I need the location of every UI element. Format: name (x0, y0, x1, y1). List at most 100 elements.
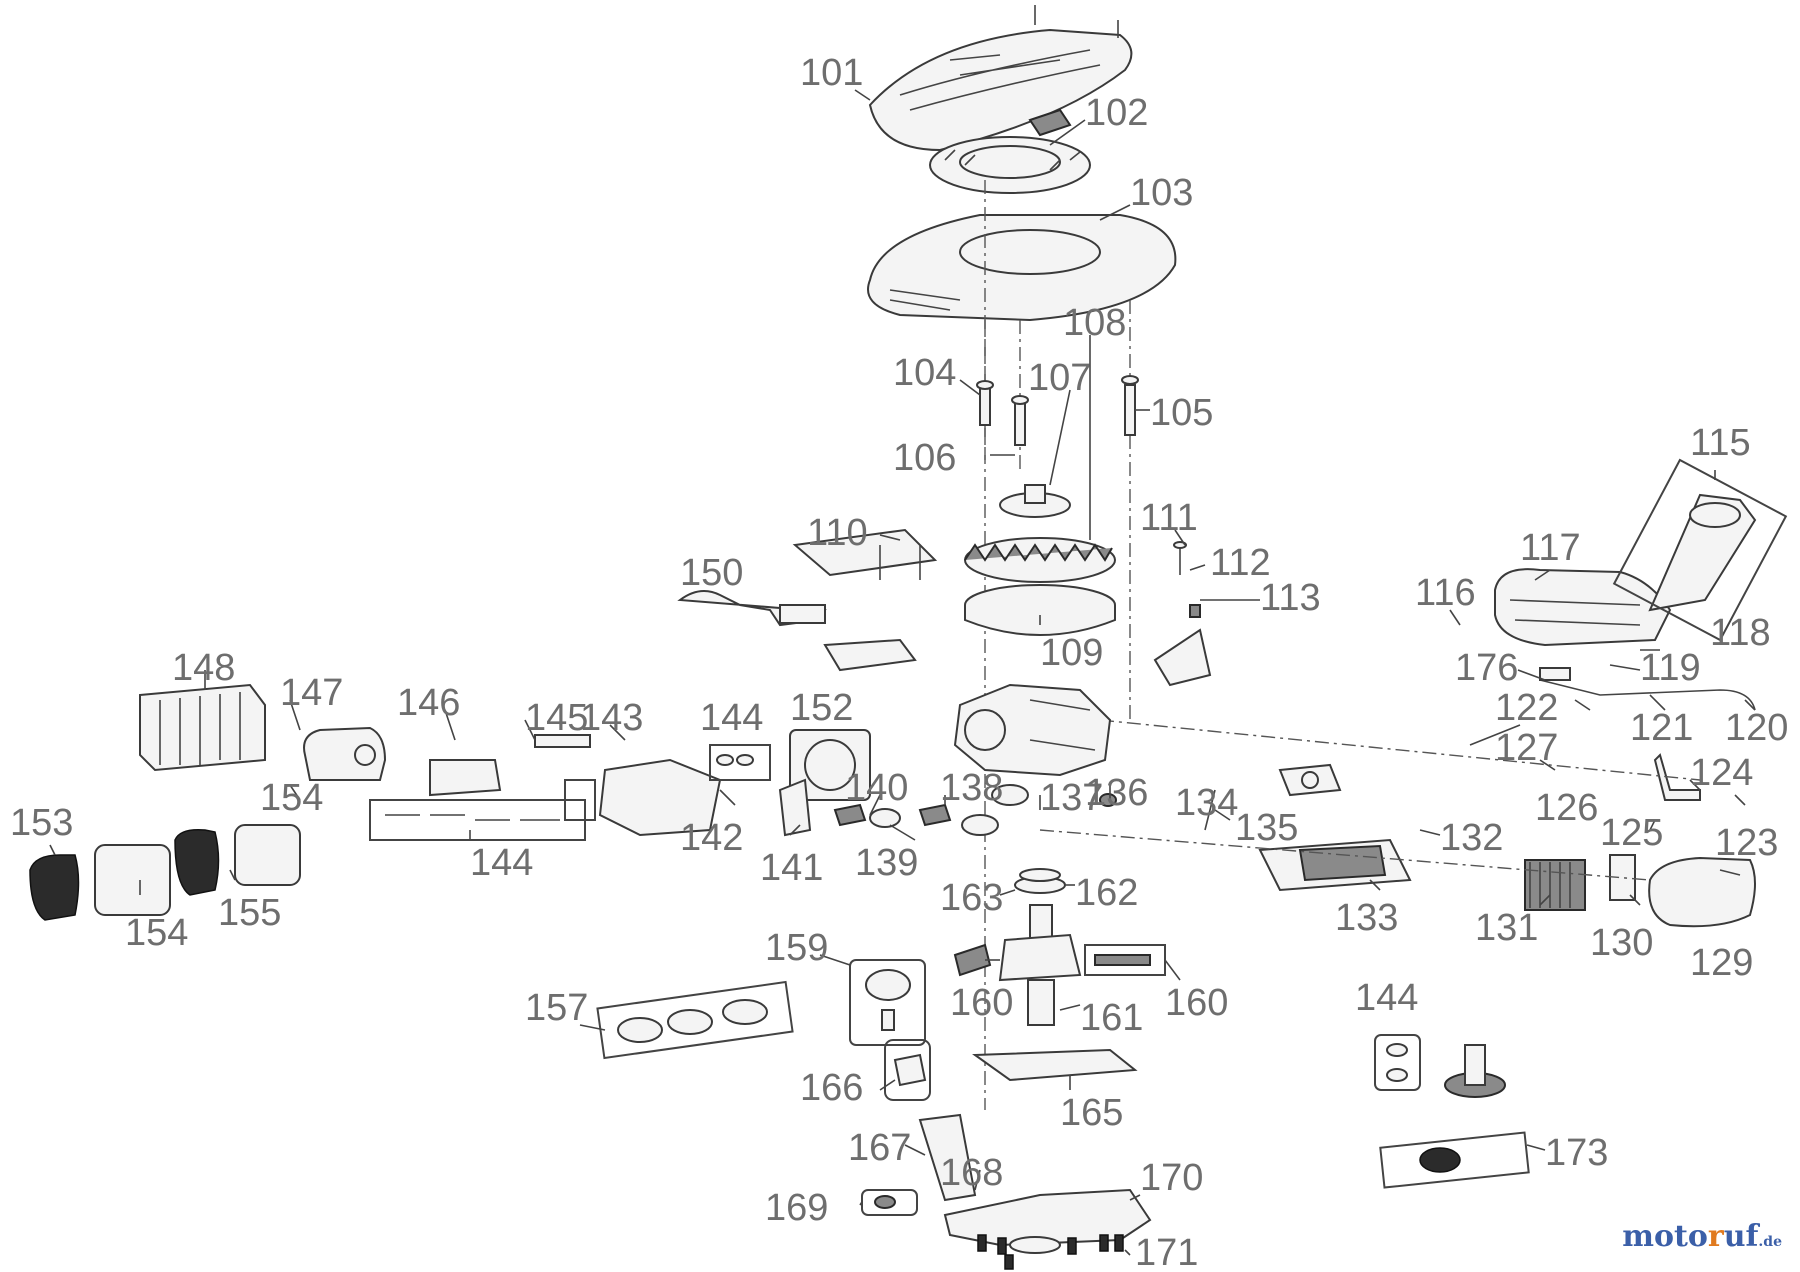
part-carb-gasket (869, 808, 901, 828)
part-bolt-106 (1011, 395, 1029, 446)
callout-113: 113 (1260, 577, 1321, 619)
callout-163: 163 (940, 877, 1003, 919)
part-top-cover (868, 5, 1133, 152)
site-watermark: motoruf.de (1622, 1219, 1782, 1254)
callout-137: 137 (1040, 777, 1103, 819)
callout-152: 152 (790, 687, 853, 729)
part-fan-nut (999, 484, 1071, 518)
part-connecting-rod (953, 943, 992, 977)
part-filter-element (1524, 859, 1586, 911)
part-fuel-tank (1494, 568, 1672, 647)
part-air-filter-base (1258, 838, 1412, 892)
leader-lines (49, 89, 1756, 1256)
part-muffler-guard (303, 726, 387, 781)
callout-129: 129 (1690, 942, 1753, 984)
part-crankcase-cover (943, 1188, 1152, 1254)
part-balancer-box (1084, 944, 1166, 976)
callout-105: 105 (1150, 392, 1213, 434)
callout-111: 111 (1140, 497, 1198, 539)
callout-171: 171 (1135, 1232, 1198, 1272)
callout-160-left: 160 (950, 982, 1013, 1024)
callout-101: 101 (800, 52, 863, 94)
part-insulator (961, 814, 999, 836)
callout-110: 110 (807, 512, 868, 554)
callout-135: 135 (1235, 807, 1298, 849)
callout-115: 115 (1690, 422, 1751, 464)
callout-104: 104 (893, 352, 956, 394)
callout-173: 173 (1545, 1132, 1608, 1174)
callout-148: 148 (172, 647, 235, 689)
callout-133: 133 (1335, 897, 1398, 939)
callout-153: 153 (10, 802, 73, 844)
part-throttle-lever (1653, 753, 1701, 801)
callout-117: 117 (1520, 527, 1581, 569)
part-rocker-cover (174, 828, 220, 896)
callout-119: 119 (1640, 647, 1701, 689)
callout-144-left: 144 (470, 842, 533, 884)
part-governor-box (1374, 1034, 1421, 1091)
callout-142: 142 (680, 817, 743, 859)
part-valve-springs (369, 799, 586, 841)
callout-131: 131 (1475, 907, 1538, 949)
watermark-suffix: .de (1758, 1234, 1782, 1250)
callout-116: 116 (1415, 572, 1476, 614)
callout-155: 155 (218, 892, 281, 934)
watermark-part-2: r (1707, 1219, 1724, 1254)
callout-127: 127 (1495, 727, 1558, 769)
callout-160-right: 160 (1165, 982, 1228, 1024)
part-crankshaft (998, 904, 1082, 1026)
callout-122: 122 (1495, 687, 1558, 729)
part-carburetor (1278, 763, 1342, 797)
callout-166: 166 (800, 1067, 863, 1109)
part-bracket-110 (792, 528, 938, 580)
callout-144-right: 144 (1355, 977, 1418, 1019)
callout-120: 120 (1725, 707, 1788, 749)
callout-167: 167 (848, 1127, 911, 1169)
part-washer-136 (1099, 793, 1117, 807)
callout-132: 132 (1440, 817, 1503, 859)
callout-162: 162 (1075, 872, 1138, 914)
part-muffler-cage (139, 683, 266, 772)
part-bolt-104 (976, 380, 994, 426)
callout-170: 170 (1140, 1157, 1203, 1199)
part-cover-gasket-1 (94, 844, 171, 916)
part-spark-plug (534, 734, 591, 748)
part-piston-box (849, 959, 926, 1046)
callout-109: 109 (1040, 632, 1103, 674)
part-fuel-cap (1612, 458, 1788, 642)
callout-143: 143 (580, 697, 643, 739)
callout-150: 150 (680, 552, 743, 594)
part-filter-cover (1648, 856, 1756, 928)
part-oil-fill-tube (918, 1113, 977, 1202)
part-valve-cover (29, 854, 80, 921)
part-recoil-starter (929, 108, 1091, 194)
part-fuel-line (1539, 667, 1756, 711)
part-governor-plate (1153, 541, 1212, 687)
callout-107: 107 (1028, 357, 1091, 399)
callout-168: 168 (940, 1152, 1003, 1194)
callout-145: 145 (525, 697, 588, 739)
callout-103: 103 (1130, 172, 1193, 214)
callout-124: 124 (1690, 752, 1753, 794)
callout-123: 123 (1715, 822, 1778, 864)
part-cylinder-head (564, 758, 722, 837)
part-engine-block (953, 683, 1112, 777)
callout-176: 176 (1455, 647, 1518, 689)
part-intake-gasket (991, 784, 1029, 806)
callout-112: 112 (1210, 542, 1271, 584)
watermark-part-1: moto (1622, 1219, 1708, 1254)
callout-157: 157 (525, 987, 588, 1029)
callout-130: 130 (1590, 922, 1653, 964)
callout-134: 134 (1175, 782, 1238, 824)
callout-138: 138 (940, 767, 1003, 809)
callout-141: 141 (760, 847, 823, 889)
callout-159: 159 (765, 927, 828, 969)
callout-136: 136 (1085, 772, 1148, 814)
part-oil-seal-stack (1014, 868, 1066, 894)
part-piston-rings-box (596, 980, 794, 1060)
part-ignition-coil (677, 590, 917, 672)
callout-118: 118 (1710, 612, 1771, 654)
callout-165: 165 (1060, 1092, 1123, 1134)
